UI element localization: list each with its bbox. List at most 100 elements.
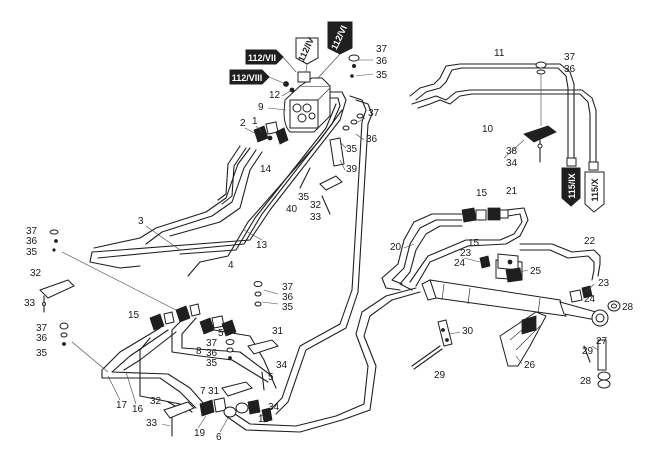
callout-16: 16	[132, 404, 144, 415]
hydraulic-cylinder	[421, 253, 609, 327]
clamp-31-upper	[225, 339, 279, 360]
callout-13: 13	[256, 240, 268, 251]
callout-27: 27	[596, 336, 608, 347]
bolt-29-left	[411, 345, 443, 370]
callout-37: 37	[564, 52, 576, 63]
callout-36: 36	[366, 134, 378, 145]
washers-28	[597, 300, 621, 389]
pin-27	[583, 339, 607, 371]
ref-tag-115-x: 115/X	[584, 171, 605, 213]
svg-text:112/VII: 112/VII	[248, 53, 276, 63]
leader-lines	[107, 59, 599, 433]
callout-26: 26	[524, 360, 536, 371]
callout-19: 19	[194, 428, 206, 439]
callout-35: 35	[282, 302, 294, 313]
ref-tag-115-ix: 115/IX	[561, 167, 581, 207]
fittings-cluster-6-18	[167, 397, 273, 423]
callout-17: 17	[116, 400, 128, 411]
callout-36: 36	[26, 236, 38, 247]
callouts: 37 36 35 12 9 1 2 37 36 35 14 39 35 40 3…	[24, 44, 634, 443]
clamp-31-lower	[221, 371, 265, 397]
valve-block	[283, 71, 331, 133]
callout-18: 18	[258, 414, 270, 425]
callout-37: 37	[36, 323, 48, 334]
callout-22: 22	[584, 236, 596, 247]
callout-28: 28	[580, 376, 592, 387]
callout-23: 23	[460, 248, 472, 259]
callout-14: 14	[260, 164, 272, 175]
callout-37: 37	[26, 226, 38, 237]
callout-20: 20	[390, 242, 402, 253]
callout-34: 34	[506, 158, 518, 169]
callout-21: 21	[506, 186, 518, 197]
callout-37: 37	[368, 108, 380, 119]
ref-tag-112-vi: 112/VI	[327, 21, 353, 55]
callout-8: 8	[196, 346, 202, 357]
callout-25: 25	[530, 266, 542, 277]
callout-11: 11	[494, 48, 505, 59]
clamp-38	[523, 61, 557, 163]
callout-12: 12	[269, 90, 281, 101]
callout-36: 36	[376, 56, 388, 67]
callout-10: 10	[482, 124, 494, 135]
callout-35: 35	[346, 144, 358, 155]
callout-29: 29	[582, 346, 594, 357]
callout-15: 15	[128, 310, 140, 321]
callout-34: 34	[268, 402, 280, 413]
callout-35: 35	[206, 358, 218, 369]
washers-37-36-35-top	[348, 54, 360, 78]
callout-28: 28	[622, 302, 634, 313]
callout-33: 33	[146, 418, 158, 429]
callout-35: 35	[26, 247, 38, 258]
callout-39: 39	[346, 164, 358, 175]
fittings-1-2	[253, 121, 289, 145]
fittings-15-upper	[461, 207, 509, 223]
svg-text:112/VIII: 112/VIII	[232, 73, 263, 83]
bracket-26	[499, 311, 547, 367]
callout-36: 36	[36, 333, 48, 344]
callout-29: 29	[434, 370, 446, 381]
clamp-39	[299, 113, 364, 215]
callout-3: 3	[138, 216, 144, 227]
callout-34: 34	[276, 360, 288, 371]
callout-35: 35	[376, 70, 388, 81]
callout-15: 15	[476, 188, 488, 199]
fittings-23-24-25	[479, 255, 593, 303]
callout-15: 15	[468, 238, 480, 249]
svg-text:115/X: 115/X	[590, 178, 600, 201]
callout-35: 35	[36, 348, 48, 359]
callout-7: 7	[200, 386, 206, 397]
callout-5: 5	[218, 328, 224, 339]
washers-left-mid	[59, 322, 69, 346]
clamp-32-left	[39, 279, 75, 313]
callout-5: 5	[268, 372, 274, 383]
pipe-22	[519, 243, 601, 281]
callout-38: 38	[506, 146, 518, 157]
ref-tag-112-vii: 112/VII	[245, 49, 284, 65]
callout-36: 36	[282, 292, 294, 303]
ref-tag-112-iv: 112/IV	[295, 36, 319, 65]
callout-6: 6	[216, 432, 222, 443]
callout-36: 36	[206, 348, 218, 359]
callout-24: 24	[454, 258, 466, 269]
callout-32: 32	[30, 268, 42, 279]
ref-tag-112-viii: 112/VIII	[229, 69, 270, 85]
callout-4: 4	[228, 260, 234, 271]
callout-37: 37	[282, 282, 294, 293]
callout-32: 32	[150, 396, 162, 407]
callout-1: 1	[252, 116, 258, 127]
callout-37: 37	[376, 44, 388, 55]
pipe-20-21	[381, 207, 529, 291]
callout-23: 23	[598, 278, 610, 289]
callout-9: 9	[258, 102, 264, 113]
callout-2: 2	[240, 118, 246, 129]
bracket-30	[437, 319, 453, 347]
callout-32: 32	[310, 200, 322, 211]
callout-31: 31	[272, 326, 284, 337]
callout-40: 40	[286, 204, 298, 215]
washers-center	[253, 281, 263, 307]
pipe-bundle-lower	[101, 315, 277, 413]
pipe-10-11	[409, 63, 599, 171]
